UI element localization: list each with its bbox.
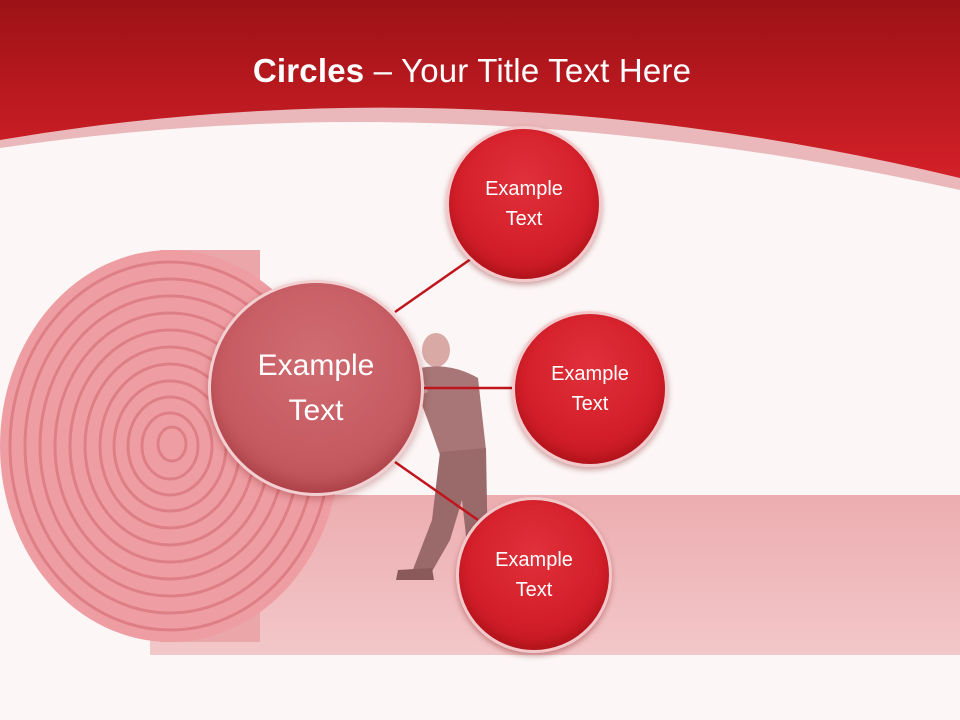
center-circle[interactable]: Example Text (208, 280, 424, 496)
node-top-line1: Example (485, 178, 563, 200)
node-top-line2: Text (505, 208, 543, 230)
node-circle-bottom[interactable]: Example Text (456, 497, 612, 653)
node-bottom-line1: Example (495, 549, 573, 571)
node-circle-middle[interactable]: Example Text (512, 311, 668, 467)
title-rest-part: – Your Title Text Here (364, 52, 692, 89)
center-circle-line1: Example (257, 349, 375, 382)
node-circle-top[interactable]: Example Text (446, 126, 602, 282)
center-circle-line2: Text (288, 394, 344, 427)
connector-lines (394, 252, 516, 522)
slide-title: Circles – Your Title Text Here (0, 52, 944, 90)
node-middle-line2: Text (571, 393, 609, 415)
node-middle-line1: Example (551, 363, 629, 385)
header-band (0, 0, 960, 178)
node-bottom-line2: Text (515, 579, 553, 601)
title-bold-part: Circles (252, 52, 365, 89)
